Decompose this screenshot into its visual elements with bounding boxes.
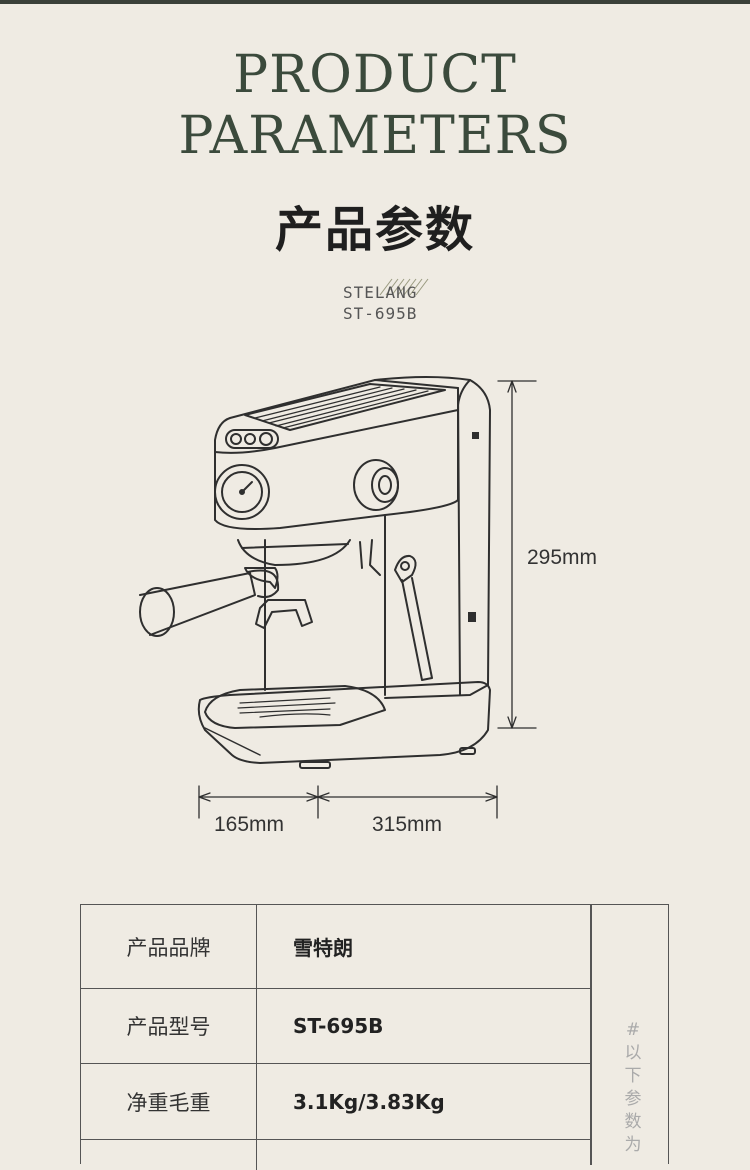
table-row: 产品品牌 雪特朗 <box>81 905 591 989</box>
title-en-line2: PARAMETERS <box>178 106 572 166</box>
brand-name: STELANG <box>343 283 418 302</box>
coffee-machine-drawing <box>139 376 537 819</box>
table-row: 净重毛重 3.1Kg/3.83Kg <box>81 1064 591 1140</box>
title-en-line1: PRODUCT <box>233 45 517 105</box>
row-value: ST-695B <box>293 1014 384 1038</box>
row-value: 3.1Kg/3.83Kg <box>293 1089 445 1114</box>
side-column-divider <box>590 905 592 1165</box>
top-bar <box>0 0 750 4</box>
brand-model: ST-695B <box>343 304 418 323</box>
parameter-table: 产品品牌 雪特朗 产品型号 ST-695B 净重毛重 3.1Kg/3.83Kg … <box>80 904 669 1170</box>
side-note: #以下参数为 <box>624 1020 642 1155</box>
height-dimension-label: 295mm <box>527 546 598 569</box>
depth-dimension-label: 165mm <box>214 813 285 836</box>
table-row <box>81 1140 591 1170</box>
row-label-empty <box>81 1140 257 1170</box>
title-cn: 产品参数 <box>274 202 475 258</box>
width-dimension-label: 315mm <box>372 813 443 836</box>
table-row: 产品型号 ST-695B <box>81 989 591 1064</box>
row-label: 产品型号 <box>81 989 257 1063</box>
row-label: 产品品牌 <box>81 905 257 988</box>
brand-mark: STELANG ST-695B <box>343 282 417 324</box>
row-value: 雪特朗 <box>293 936 353 960</box>
row-label: 净重毛重 <box>81 1064 257 1139</box>
hatch-decoration <box>379 278 429 296</box>
